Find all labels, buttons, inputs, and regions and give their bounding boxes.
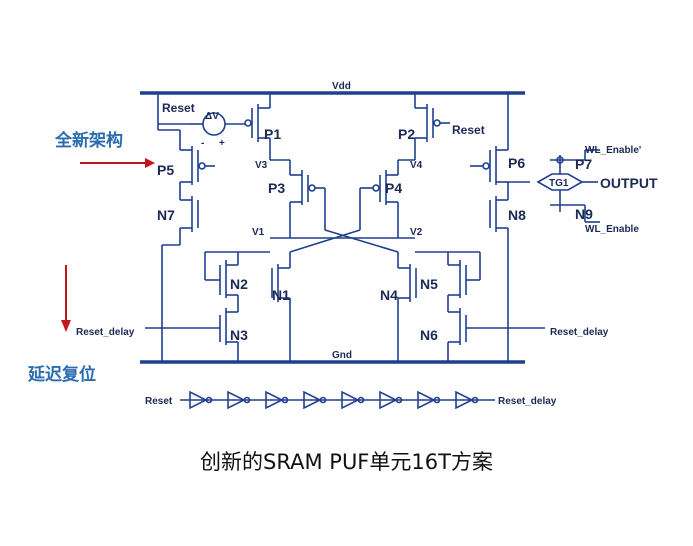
inverter-icon [265, 390, 284, 410]
n5-label: N5 [420, 276, 438, 292]
n2-label: N2 [230, 276, 248, 292]
transistor-p6 [470, 93, 530, 185]
output-label: OUTPUT [600, 175, 658, 191]
p7-label: P7 [575, 156, 592, 172]
reset-label: Reset [162, 101, 195, 115]
inverter-bubble [471, 396, 479, 404]
transistor-p4 [372, 159, 415, 238]
n8-label: N8 [508, 207, 526, 223]
plus-label: + [219, 138, 225, 149]
minus-label: - [201, 138, 204, 149]
reset-delay-right-label: Reset_delay [550, 327, 609, 338]
wl-enable-label: WL_Enable [585, 224, 639, 235]
gnd-label: Gnd [332, 350, 352, 361]
chain-reset-label: Reset [145, 396, 173, 407]
delay-chain [189, 390, 479, 410]
inverter-bubble [281, 396, 289, 404]
n9-label: N9 [575, 206, 593, 222]
p2-label: P2 [398, 126, 415, 142]
p3-label: P3 [268, 180, 285, 196]
delta-v-label: ΔV [205, 111, 219, 122]
arrow-right-icon [80, 158, 155, 168]
v1-label: V1 [252, 227, 265, 238]
n7-label: N7 [157, 207, 175, 223]
inverter-bubble [357, 396, 365, 404]
v3-label: V3 [255, 160, 268, 171]
inverter-bubble [205, 396, 213, 404]
transistor-p2 [414, 93, 450, 160]
wl-enable-bar-label: WL_Enable' [585, 145, 641, 156]
vdd-label: Vdd [332, 81, 351, 92]
n6-label: N6 [420, 327, 438, 343]
transistor-p1 [244, 93, 271, 160]
transistor-n7 [161, 182, 199, 362]
chain-reset-delay-label: Reset_delay [498, 396, 557, 407]
arrow-down-icon [61, 265, 71, 332]
delayed-reset-label: 延迟复位 [28, 365, 96, 385]
inverter-icon [303, 390, 322, 410]
transistor-n2 [204, 251, 270, 312]
p1-label: P1 [264, 126, 281, 142]
p6-label: P6 [508, 155, 525, 171]
inverter-bubble [319, 396, 327, 404]
p4-label: P4 [385, 180, 402, 196]
transistor-n5 [415, 251, 481, 312]
n4-label: N4 [380, 287, 398, 303]
reset-p2-label: Reset [452, 123, 485, 137]
n1-label: N1 [272, 287, 290, 303]
transistor-p3 [270, 159, 316, 238]
transistor-n8 [489, 182, 509, 362]
inverter-icon [417, 390, 436, 410]
v4-label: V4 [410, 160, 423, 171]
transistor-n6 [447, 308, 467, 362]
n3-label: N3 [230, 327, 248, 343]
transmission-gate [536, 149, 600, 223]
inverter-bubble [243, 396, 251, 404]
inverter-icon [341, 390, 360, 410]
inverter-icon [455, 390, 474, 410]
transistor-n1 [271, 252, 291, 362]
v2-label: V2 [410, 227, 423, 238]
inverter-icon [189, 390, 208, 410]
reset-delay-left-label: Reset_delay [76, 327, 135, 338]
inverter-bubble [395, 396, 403, 404]
new-architecture-label: 全新架构 [55, 131, 123, 151]
tg1-label: TG1 [549, 178, 569, 189]
inverter-icon [379, 390, 398, 410]
p5-label: P5 [157, 162, 174, 178]
figure-caption: 创新的SRAM PUF单元16T方案 [200, 450, 493, 474]
transistor-n4 [397, 252, 417, 362]
inverter-bubble [433, 396, 441, 404]
inverter-icon [227, 390, 246, 410]
